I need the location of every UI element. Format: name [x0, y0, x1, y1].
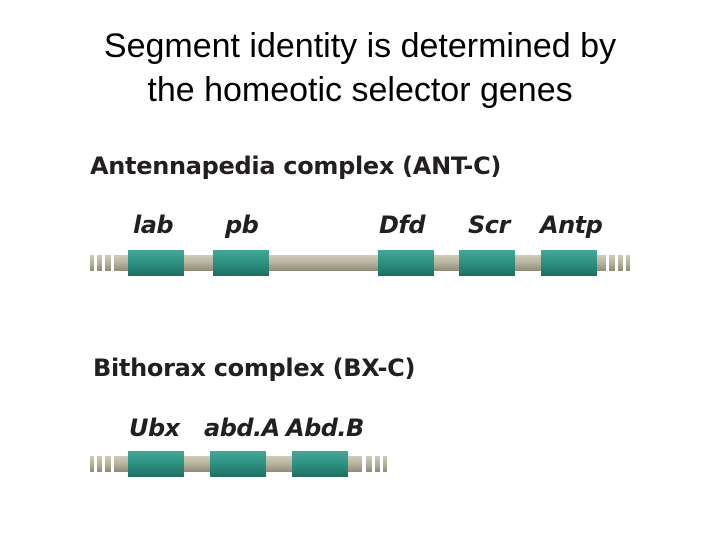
slide-title-line-1: Segment identity is determined by [103, 27, 617, 65]
gene-label-abd-a: abd.A [204, 414, 280, 442]
chromosome-dash [383, 456, 387, 472]
chromosome-dash [90, 456, 94, 472]
gene-block-ubx [128, 451, 184, 477]
gene-label-ubx: Ubx [129, 414, 180, 442]
bxc-heading: Bithorax complex (BX-C) [93, 354, 416, 382]
antc-chromosome [90, 250, 630, 276]
chromosome-dash [375, 456, 380, 472]
gene-label-dfd: Dfd [379, 211, 426, 239]
gene-block-antp [541, 250, 597, 276]
chromosome-dash [105, 456, 111, 472]
chromosome-dash [105, 255, 111, 271]
chromosome-dash [609, 255, 615, 271]
gene-block-scr [459, 250, 515, 276]
slide-title: Segment identity is determined by the ho… [0, 24, 720, 112]
chromosome-dash [97, 456, 102, 472]
bxc-chromosome [90, 451, 387, 477]
gene-label-pb: pb [225, 211, 259, 239]
gene-label-antp: Antp [540, 211, 603, 239]
gene-label-lab: lab [133, 211, 174, 239]
gene-label-scr: Scr [468, 211, 510, 239]
gene-block-pb [213, 250, 269, 276]
chromosome-dash [618, 255, 623, 271]
gene-block-abd-a [210, 451, 266, 477]
gene-block-abd-b [292, 451, 348, 477]
gene-block-dfd [378, 250, 434, 276]
antc-heading: Antennapedia complex (ANT-C) [90, 152, 502, 180]
chromosome-dash [90, 255, 94, 271]
gene-label-abd-b: Abd.B [286, 414, 364, 442]
gene-block-lab [128, 250, 184, 276]
chromosome-dash [626, 255, 630, 271]
slide-title-line-2: the homeotic selector genes [147, 71, 573, 109]
chromosome-dash [97, 255, 102, 271]
chromosome-bar [114, 255, 606, 271]
chromosome-dash [366, 456, 372, 472]
